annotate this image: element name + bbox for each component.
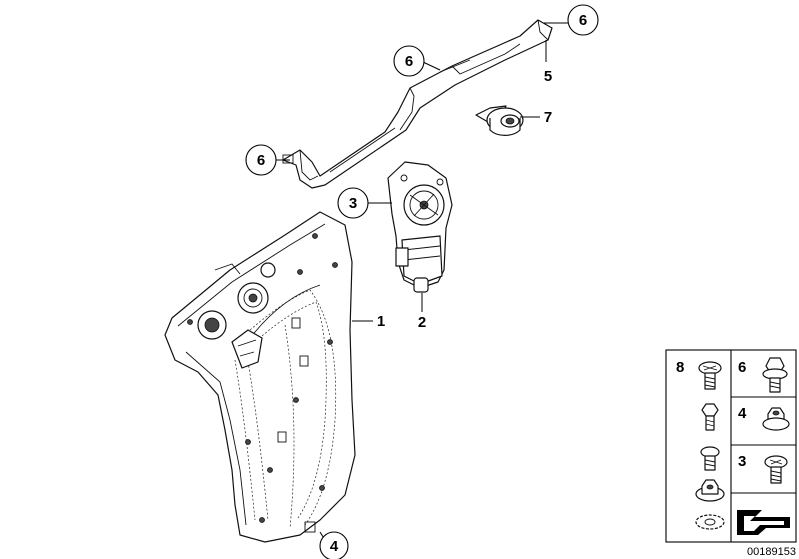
legend-label-6: 6 — [738, 359, 746, 376]
fastener-legend: 8 6 4 3 — [665, 349, 797, 543]
toothed-washer-icon[interactable] — [695, 514, 725, 530]
collar-nut-icon[interactable] — [762, 407, 790, 431]
hex-screw-icon[interactable] — [701, 403, 719, 431]
oval-head-screw-icon[interactable] — [698, 361, 722, 390]
callout-6-top-label: 6 — [579, 12, 587, 29]
motor-part[interactable] — [387, 161, 453, 293]
torx-screw-icon[interactable] — [700, 446, 720, 471]
callout-6-left[interactable]: 6 — [245, 144, 277, 176]
direction-arrow-icon — [737, 510, 790, 535]
callout-6-top[interactable]: 6 — [567, 4, 599, 36]
callout-4[interactable]: 4 — [319, 531, 349, 559]
regulator-carrier-part[interactable] — [164, 211, 356, 543]
callout-5[interactable]: 5 — [544, 68, 552, 85]
bracket-rail-part[interactable] — [282, 19, 553, 189]
callout-4-label: 4 — [330, 538, 339, 555]
callout-6-mid-label: 6 — [405, 53, 413, 70]
callout-6-mid[interactable]: 6 — [393, 45, 425, 77]
callout-1[interactable]: 1 — [377, 313, 385, 330]
callout-6-left-label: 6 — [257, 152, 265, 169]
grommet-part[interactable] — [475, 105, 524, 136]
callout-3[interactable]: 3 — [337, 187, 369, 219]
callout-2[interactable]: 2 — [418, 314, 426, 331]
legend-label-3: 3 — [738, 453, 746, 470]
legend-label-8: 8 — [676, 359, 684, 376]
diagram-reference-number: 00189153 — [747, 546, 796, 558]
callout-3-label: 3 — [349, 195, 357, 212]
pan-head-screw-icon[interactable] — [764, 455, 788, 484]
callout-5-label: 5 — [544, 68, 552, 85]
callout-7-label: 7 — [544, 109, 552, 126]
callout-1-label: 1 — [377, 313, 385, 330]
legend-label-4: 4 — [738, 405, 747, 422]
callout-7[interactable]: 7 — [544, 109, 552, 126]
collar-bolt-icon[interactable] — [762, 357, 788, 393]
flange-nut-icon[interactable] — [695, 479, 725, 502]
callout-2-label: 2 — [418, 314, 426, 331]
